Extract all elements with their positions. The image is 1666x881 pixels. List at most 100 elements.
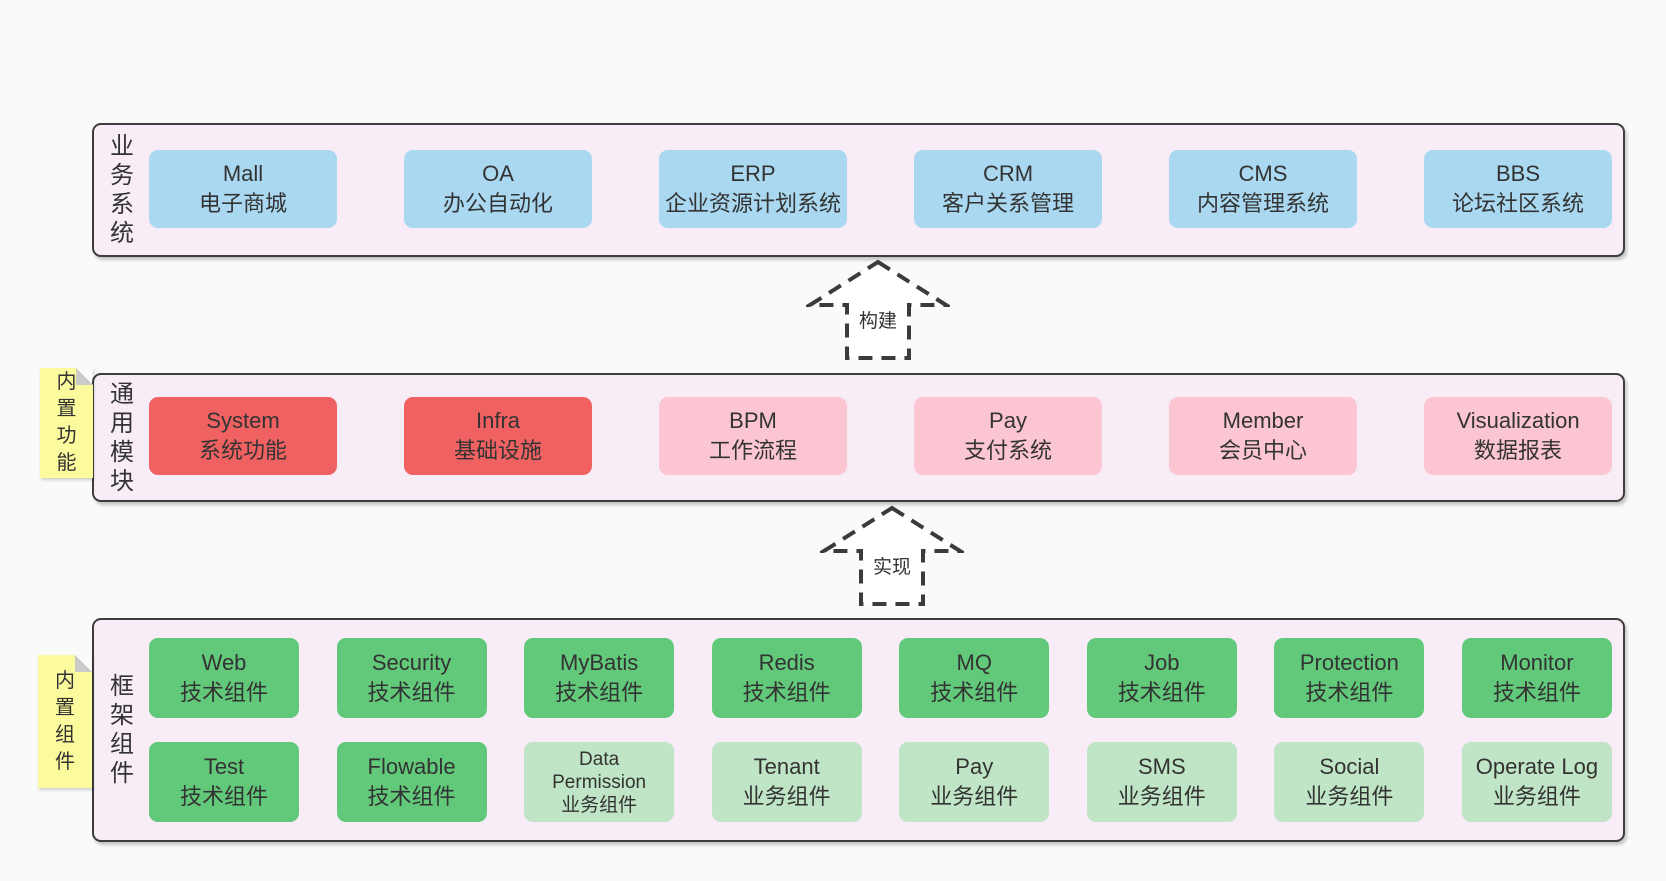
framework-component-box: Security 技术组件 [336,638,487,718]
build-arrow-label: 构建 [856,306,900,333]
box-desc: 电子商城 [198,191,287,216]
box-desc: 客户关系管理 [941,191,1074,216]
box-name: System [206,408,280,433]
box-name: Web [201,650,247,675]
framework-component-box: Web 技术组件 [149,638,299,718]
framework-component-box: Redis 技术组件 [711,638,862,718]
box-desc: 技术组件 [367,784,456,809]
module-box: Visualization 数据报表 [1424,397,1612,475]
business-system-box: OA 办公自动化 [404,150,592,228]
box-name: BPM [729,408,777,433]
framework-component-box: MQ 技术组件 [899,638,1050,718]
business-panel-label: 业务系统 [110,133,134,247]
business-systems-panel: 业务系统 Mall 电子商城 OA 办公自动化 ERP 企业资源计划系统 [92,123,1625,257]
framework-component-box: Pay 业务组件 [899,742,1050,822]
box-desc: 技术组件 [179,680,268,705]
box-name: CMS [1238,161,1288,186]
box-name: Security [371,650,452,675]
box-desc: 技术组件 [179,784,268,809]
module-box: System 系统功能 [149,397,337,475]
modules-panel-label: 通用模块 [110,380,134,495]
box-name: Social [1319,754,1380,779]
sticky-fold-corner [75,655,92,672]
box-desc: 数据报表 [1473,438,1562,463]
box-name: Redis [758,650,815,675]
business-systems-row: Mall 电子商城 OA 办公自动化 ERP 企业资源计划系统 CRM 客户关系… [94,150,1623,228]
framework-component-box: Job 技术组件 [1086,638,1237,718]
implement-arrow-label: 实现 [870,552,914,579]
business-system-box: CRM 客户关系管理 [914,150,1102,228]
box-desc: 业务组件 [561,794,638,816]
box-desc: 企业资源计划系统 [664,191,841,216]
box-name: Test [203,754,245,779]
box-desc: 技术组件 [930,680,1019,705]
box-desc: 技术组件 [555,680,644,705]
module-box: Pay 支付系统 [914,397,1102,475]
business-system-box: Mall 电子商城 [149,150,337,228]
framework-component-box: Protection 技术组件 [1274,638,1425,718]
box-desc: 技术组件 [742,680,831,705]
box-desc: 支付系统 [963,438,1052,463]
box-name: MQ [956,650,992,675]
implement-arrow: 实现 [820,504,964,608]
box-desc: 基础设施 [453,438,542,463]
builtin-components-sticky-note: 内置组件 [38,655,92,788]
framework-component-box: Data Permission 业务组件 [524,742,675,822]
business-system-box: ERP 企业资源计划系统 [659,150,847,228]
box-name: Pay [955,754,994,779]
module-box: Member 会员中心 [1169,397,1357,475]
box-name: MyBatis [560,650,639,675]
framework-component-box: Social 业务组件 [1274,742,1425,822]
box-name: Protection [1299,650,1399,675]
box-name: SMS [1137,754,1186,779]
box-desc: 业务组件 [1305,784,1394,809]
sticky-note-text: 内置功能 [56,371,77,474]
framework-component-box: Tenant 业务组件 [711,742,862,822]
framework-component-box: Test 技术组件 [149,742,299,822]
box-name: Visualization [1456,408,1580,433]
business-system-box: BBS 论坛社区系统 [1424,150,1612,228]
box-desc: 办公自动化 [442,191,553,216]
module-box: BPM 工作流程 [659,397,847,475]
box-name: BBS [1495,161,1541,186]
box-desc: 业务组件 [930,784,1019,809]
box-name: ERP [730,161,776,186]
framework-components-panel: 框架组件 Web 技术组件 Security 技术组件 MyBatis 技术组件 [92,618,1625,842]
framework-component-box: MyBatis 技术组件 [524,638,675,718]
framework-panel-label: 框架组件 [110,673,134,787]
box-desc: 技术组件 [1305,680,1394,705]
box-name: Pay [989,408,1027,433]
builtin-features-sticky-note: 内置功能 [40,368,93,478]
box-name: Member [1222,408,1304,433]
box-desc: 技术组件 [1492,680,1581,705]
box-desc: 论坛社区系统 [1451,191,1584,216]
box-name: Job [1144,650,1180,675]
box-desc: 技术组件 [367,680,456,705]
box-name: Monitor [1500,650,1574,675]
box-name: Flowable [367,754,456,779]
common-modules-row: System 系统功能 Infra 基础设施 BPM 工作流程 Pay 支付系统 [94,397,1623,475]
module-box: Infra 基础设施 [404,397,592,475]
business-system-box: CMS 内容管理系统 [1169,150,1357,228]
box-name: OA [482,161,514,186]
box-desc: 会员中心 [1218,438,1307,463]
box-desc: 业务组件 [1492,784,1581,809]
common-modules-panel: 通用模块 System 系统功能 Infra 基础设施 BPM 工作流程 [92,373,1625,502]
box-name: Data Permission [552,748,647,793]
box-desc: 业务组件 [742,784,831,809]
sticky-fold-corner [76,368,93,385]
build-arrow: 构建 [806,258,950,362]
framework-component-box: Operate Log 业务组件 [1461,742,1612,822]
box-name: Tenant [753,754,820,779]
sticky-note-text: 内置组件 [55,669,75,773]
framework-component-box: Monitor 技术组件 [1461,638,1612,718]
box-desc: 内容管理系统 [1196,191,1329,216]
framework-component-box: Flowable 技术组件 [336,742,487,822]
framework-component-box: SMS 业务组件 [1086,742,1237,822]
framework-components-row-2: Test 技术组件 Flowable 技术组件 Data Permission … [94,742,1623,822]
box-name: Operate Log [1475,754,1599,779]
box-name: CRM [982,161,1034,186]
box-name: Mall [222,161,264,186]
box-desc: 工作流程 [708,438,797,463]
